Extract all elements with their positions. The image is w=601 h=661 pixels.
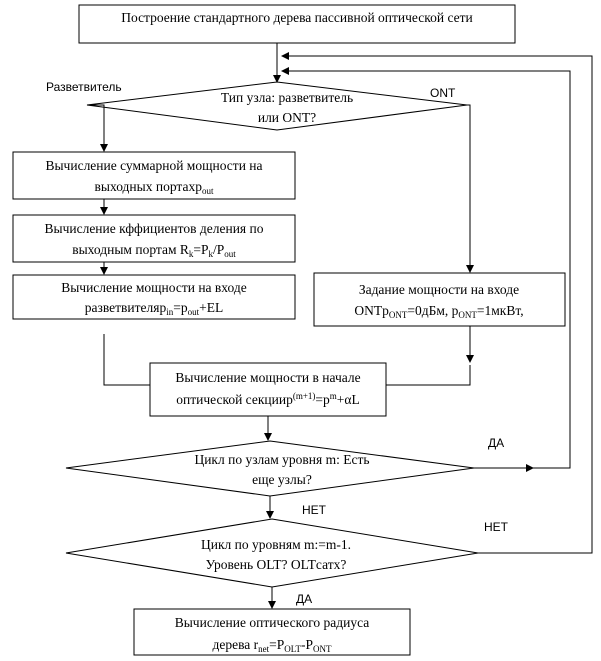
build-tree-box: Построение стандартного дерева пассивной… xyxy=(78,4,516,44)
node-type-text-1: Тип узла: разветвитель xyxy=(221,90,353,105)
sum-power-box: Вычисление суммарной мощности на выходны… xyxy=(12,151,296,200)
label-no-levels: НЕТ xyxy=(484,520,509,534)
line-right-to-section xyxy=(386,365,471,386)
section-power-text-1: Вычисление мощности в начале xyxy=(175,370,360,385)
section-power-text-2: оптической секциир(m+1)=pm+αL xyxy=(176,391,359,407)
label-yes-levels: ДА xyxy=(296,592,312,606)
label-splitter: Разветвитель xyxy=(46,80,122,94)
input-power-text-2: разветвителяpin=pout+EL xyxy=(85,300,223,317)
level-loop-text-1: Цикл по узлам уровня m: Есть xyxy=(194,452,369,467)
ont-power-text-1: Задание мощности на входе xyxy=(359,282,519,297)
arrow-to-sum-power xyxy=(87,104,108,152)
levels-loop-text-2: Уровень OLT? OLTсатх? xyxy=(206,557,347,572)
line-left-to-section xyxy=(103,334,150,386)
input-power-box: Вычисление мощности на входе разветвител… xyxy=(12,274,296,320)
sum-power-text-1: Вычисление суммарной мощности на xyxy=(45,158,262,173)
split-coef-text-1: Вычисление кффициентов деления по xyxy=(45,221,264,236)
split-coef-text-2: выходным портам Rk=Pk/Pout xyxy=(72,242,236,259)
split-coef-box: Вычисление кффициентов деления по выходн… xyxy=(12,214,296,263)
radius-box: Вычисление оптического радиуса дерева rn… xyxy=(133,608,411,656)
levels-loop-text-1: Цикл по уровням m:=m-1. xyxy=(201,537,351,552)
section-power-box: Вычисление мощности в начале оптической … xyxy=(149,362,387,417)
radius-text-2: дерева rnet=POLT-PONT xyxy=(213,637,332,654)
label-ont: ONT xyxy=(430,86,456,100)
ont-power-text-2: ONTpONT=0дБм, pONT=1мкВт, xyxy=(354,303,523,320)
arrow-to-ont-power xyxy=(466,104,474,273)
node-type-diamond: Тип узла: разветвитель или ONT? xyxy=(86,81,468,131)
loop-no-back xyxy=(281,52,593,554)
levels-loop-diamond: Цикл по уровням m:=m-1. Уровень OLT? OLT… xyxy=(65,518,479,588)
level-loop-text-2: еще узлы? xyxy=(252,472,312,487)
radius-text-1: Вычисление оптического радиуса xyxy=(175,615,370,630)
input-power-text-1: Вычисление мощности на входе xyxy=(61,280,247,295)
label-no-loop: НЕТ xyxy=(302,503,327,517)
ont-power-box: Задание мощности на входе ONTpONT=0дБм, … xyxy=(313,272,566,327)
loop-yes-back xyxy=(281,67,571,469)
level-loop-diamond: Цикл по узлам уровня m: Есть еще узлы? xyxy=(65,440,475,497)
node-type-text-2: или ONT? xyxy=(258,110,316,125)
sum-power-text-2: выходных портахpout xyxy=(95,179,214,196)
build-tree-text: Построение стандартного дерева пассивной… xyxy=(121,10,473,25)
label-yes-loop: ДА xyxy=(488,436,504,450)
